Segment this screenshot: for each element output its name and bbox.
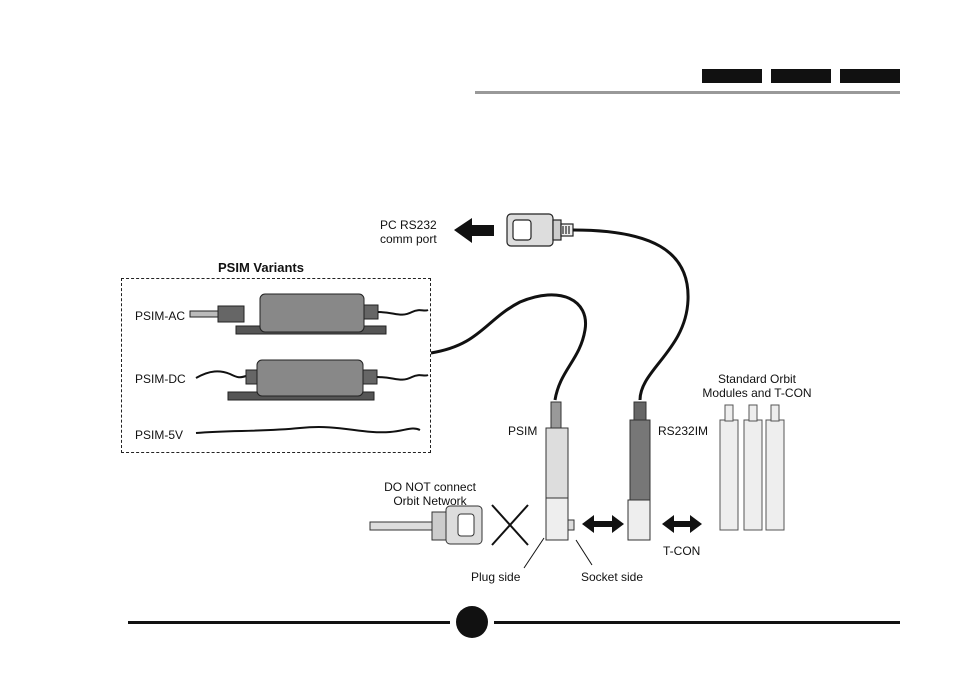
arrow-to-pc-icon bbox=[454, 218, 494, 243]
rs232-cable bbox=[573, 230, 688, 400]
psim-5v-cable bbox=[196, 427, 420, 433]
page-number-dot bbox=[456, 606, 488, 638]
orbit-modules bbox=[720, 405, 784, 530]
do-not-connect-x-icon bbox=[492, 505, 528, 545]
psim-ac-label: PSIM-AC bbox=[135, 309, 185, 323]
plug-side-label: Plug side bbox=[471, 570, 520, 584]
footer-rule-left bbox=[128, 621, 450, 624]
rs232im-module bbox=[628, 402, 650, 540]
pc-port-label: PC RS232 comm port bbox=[380, 218, 437, 246]
socket-side-label: Socket side bbox=[581, 570, 643, 584]
tcon-label: T-CON bbox=[663, 544, 700, 558]
variants-title: PSIM Variants bbox=[218, 261, 304, 275]
standard-orbit-label: Standard Orbit Modules and T-CON bbox=[694, 372, 820, 400]
psim-label: PSIM bbox=[508, 424, 537, 438]
do-not-connect-label: DO NOT connect Orbit Network bbox=[376, 480, 484, 508]
orbit-network-connector bbox=[370, 506, 482, 544]
psim-5v-label: PSIM-5V bbox=[135, 428, 183, 442]
rs232im-label: RS232IM bbox=[658, 424, 708, 438]
psim-module bbox=[546, 402, 574, 540]
footer-rule-right bbox=[494, 621, 900, 624]
psim-ac-adapter bbox=[190, 294, 428, 334]
socket-side-pointer bbox=[576, 540, 592, 565]
db9-connector-top bbox=[507, 214, 573, 246]
psim-dc-adapter bbox=[196, 360, 428, 400]
psim-cable bbox=[431, 295, 586, 400]
psim-dc-label: PSIM-DC bbox=[135, 372, 186, 386]
